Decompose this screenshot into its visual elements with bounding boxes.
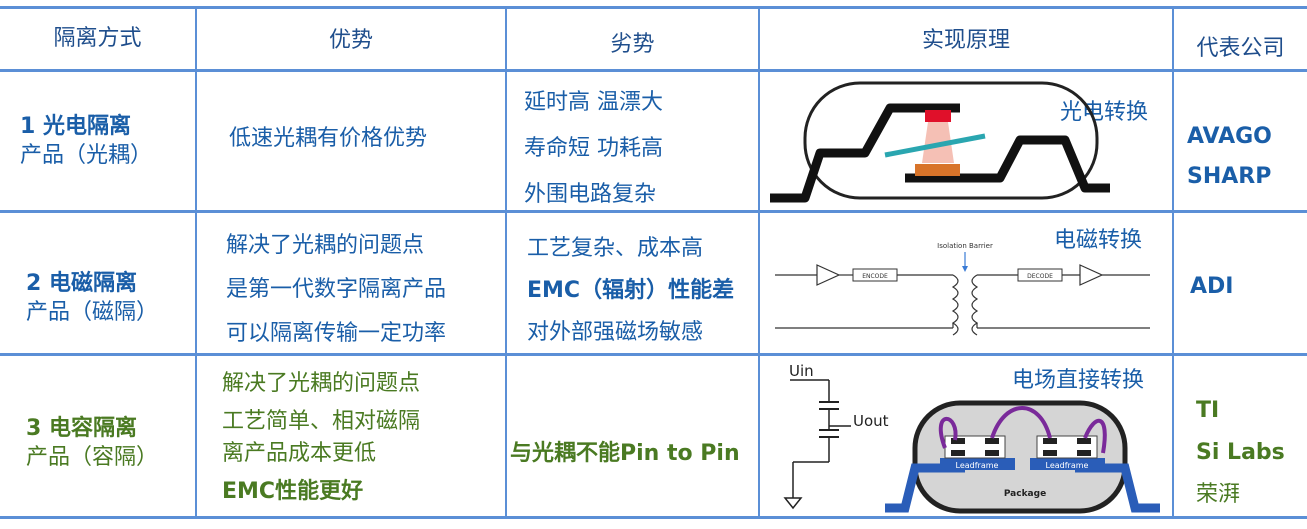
bond-wire (938, 416, 958, 449)
lower-leadframe (905, 135, 1110, 193)
row1-disadvantages: 延时高 温漂大 寿命短 功耗高 外围电路复杂 (524, 90, 663, 207)
optocoupler-diagram (770, 81, 1110, 203)
uout-label: Uout (853, 412, 889, 430)
row1-companies: AVAGO SHARP (1187, 124, 1272, 189)
row2-principle-label: 电磁转换 (1054, 228, 1143, 253)
grid-line (505, 6, 507, 518)
magnetic-coupler-diagram: Isolation Barrier ENCODE DECODE (775, 242, 1150, 336)
leadframe-left (940, 458, 1015, 470)
grid-line (0, 353, 1307, 356)
bond-wire (990, 406, 1052, 439)
row1-principle-label: 光电转换 (1060, 100, 1149, 125)
input-buffer (816, 264, 841, 286)
capacitive-coupler-diagram: Uin Uout Leadframe Leadframe (783, 362, 1160, 514)
package-outline (803, 81, 1099, 200)
grid-line (0, 210, 1307, 213)
transparent-shield (884, 133, 986, 158)
header-disadvantages: 劣势 (610, 32, 655, 57)
grid-line (0, 69, 1307, 72)
photodetector-chip (915, 164, 960, 176)
row3-disadvantages: 与光耦不能Pin to Pin (510, 441, 740, 466)
row2-disadvantages: 工艺复杂、成本高 EMC（辐射）性能差 对外部强磁场敏感 (527, 236, 735, 345)
row2-advantages: 解决了光耦的问题点 是第一代数字隔离产品 可以隔离传输一定功率 (226, 233, 447, 346)
header-method: 隔离方式 (53, 26, 142, 51)
output-buffer (1079, 264, 1104, 286)
svg-text:Leadframe: Leadframe (1046, 461, 1089, 470)
upper-leadframe (770, 103, 960, 203)
grid-line (0, 516, 1307, 519)
grid-line (195, 6, 197, 518)
grid-line (0, 6, 1307, 9)
row3-principle-label: 电场直接转换 (1012, 368, 1145, 393)
row3-method: 3 电容隔离 产品（容隔） (26, 416, 159, 470)
row2-companies: ADI (1190, 274, 1234, 299)
row3-advantages: 解决了光耦的问题点 工艺简单、相对磁隔 离产品成本更低 EMC性能更好 (222, 371, 421, 504)
header-advantages: 优势 (328, 28, 373, 53)
package-label: Package (1004, 489, 1046, 499)
row1-method: 1 光电隔离 产品（光耦） (20, 114, 153, 168)
led-chip (925, 110, 951, 122)
header-companies: 代表公司 (1196, 36, 1285, 61)
primary-coil (951, 274, 959, 336)
uin-label: Uin (789, 362, 814, 380)
svg-text:DECODE: DECODE (1027, 273, 1053, 280)
isolation-barrier-label: Isolation Barrier (937, 242, 993, 250)
row3-companies: TI Si Labs 荣湃 (1196, 398, 1285, 507)
row2-method: 2 电磁隔离 产品（磁隔） (26, 271, 159, 325)
ic-package (912, 400, 1128, 514)
grid-line (758, 6, 760, 518)
ground-symbol (783, 497, 803, 510)
row1-advantages: 低速光耦有价格优势 (229, 126, 428, 151)
secondary-coil (971, 274, 979, 336)
leadframe-right (1030, 458, 1105, 470)
grid-line (1172, 6, 1174, 518)
header-principle: 实现原理 (921, 28, 1010, 53)
svg-text:ENCODE: ENCODE (862, 273, 888, 280)
bond-wire (1083, 418, 1107, 454)
svg-text:Leadframe: Leadframe (956, 461, 999, 470)
barrier-arrowhead (962, 266, 968, 272)
